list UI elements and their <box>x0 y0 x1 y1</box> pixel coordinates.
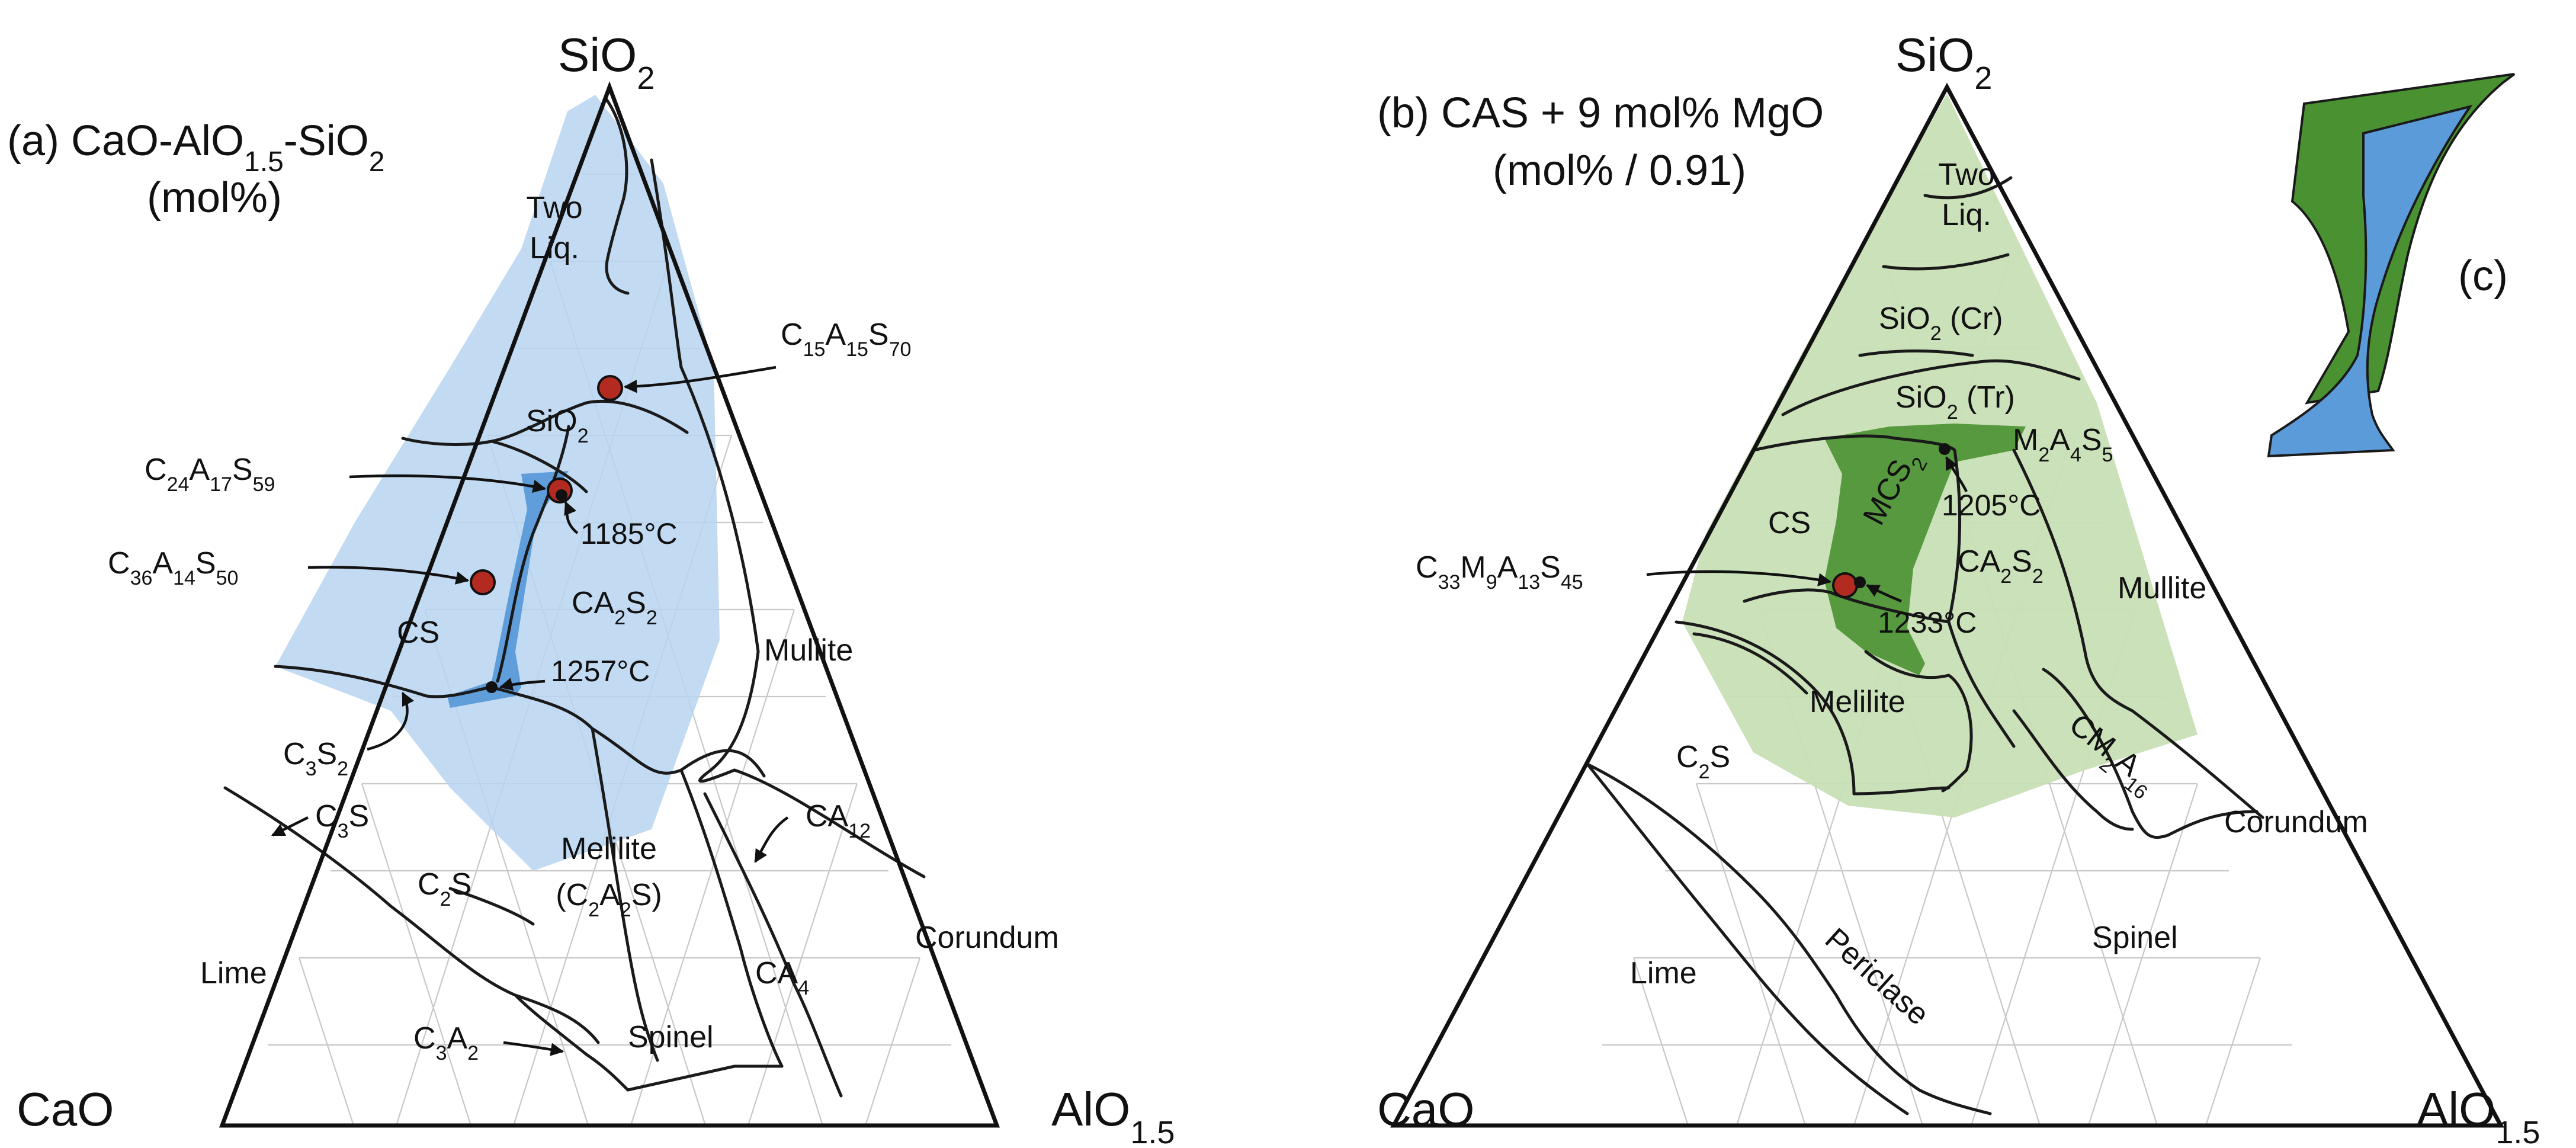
label-c24a17s59: C24A17S59 <box>145 453 275 496</box>
panel-a-temp-1257: 1257°C <box>551 655 650 688</box>
svg-text:Liq.: Liq. <box>1942 198 1991 232</box>
arrow-c15 <box>623 365 777 393</box>
svg-text:CS: CS <box>397 615 440 650</box>
panel-b-apex-cao: CaO <box>1377 1083 1475 1136</box>
label-c33m9a13s45: C33M9A13S45 <box>1416 550 1583 594</box>
panel-b-composition-markers <box>1832 443 1951 598</box>
marker-c36a14s50 <box>470 569 496 595</box>
panel-a-triangle-frame <box>219 81 1000 1128</box>
svg-text:Liq.: Liq. <box>530 231 579 265</box>
panel-a-region-labels: Two Liq. SiO2 CS CA2S2 Mullite C3S2 C3S … <box>200 191 1059 1064</box>
panel-a-composition-markers <box>470 375 623 693</box>
svg-text:Periclase: Periclase <box>1818 922 1936 1032</box>
panel-a-blue-band <box>447 471 569 708</box>
svg-text:C2S: C2S <box>1676 740 1730 783</box>
svg-text:CA4: CA4 <box>755 956 809 999</box>
arrow-c24 <box>349 474 547 493</box>
svg-text:Two: Two <box>1938 158 1994 192</box>
svg-text:Melilite: Melilite <box>561 832 657 866</box>
svg-text:CA2S2: CA2S2 <box>572 586 657 629</box>
panel-b-apex-alo15: AlO1.5 <box>2417 1083 2540 1148</box>
panel-b-apex-sio2: SiO2 <box>1895 28 1992 96</box>
arrow-ca12 <box>754 816 789 863</box>
panel-a-units: (mol%) <box>147 174 282 222</box>
panel-a-title: (a) CaO-AlO1.5-SiO2 <box>7 117 384 178</box>
panel-a-arrows <box>271 365 789 1056</box>
panel-b-arrows <box>1646 456 1968 603</box>
panel-a: (a) CaO-AlO1.5-SiO2 (mol%) SiO2 CaO AlO1… <box>7 28 1175 1148</box>
arrow-1185 <box>564 501 579 534</box>
panel-a-blue-liquidus-field <box>275 95 720 871</box>
svg-text:C3S2: C3S2 <box>283 737 348 780</box>
svg-text:C2S: C2S <box>418 867 471 910</box>
svg-text:Melilite: Melilite <box>1810 685 1905 719</box>
panel-a-temp-1185: 1185°C <box>580 517 678 550</box>
arrow-c33 <box>1646 570 1832 586</box>
svg-text:Corundum: Corundum <box>915 921 1059 955</box>
panel-a-apex-alo15: AlO1.5 <box>1051 1083 1175 1148</box>
panel-b-title: (b) CAS + 9 mol% MgO <box>1377 89 1824 137</box>
panel-b-triangle-frame <box>1390 82 2504 1128</box>
svg-text:M2A4S5: M2A4S5 <box>2013 423 2113 466</box>
eutectic-point-1185 <box>556 489 567 501</box>
svg-text:Mullite: Mullite <box>764 633 853 668</box>
eutectic-point-1233 <box>1854 576 1866 588</box>
marker-c33m9a13s45 <box>1832 572 1858 598</box>
svg-text:CS: CS <box>1768 506 1811 540</box>
panel-c: (c) <box>2267 73 2516 458</box>
panel-c-label: (c) <box>2458 252 2508 300</box>
panel-a-phase-boundaries <box>223 98 926 1098</box>
svg-text:Two: Two <box>526 191 582 225</box>
panel-b-temp-1233: 1233°C <box>1878 606 1977 639</box>
svg-text:CA12: CA12 <box>806 799 871 842</box>
eutectic-point-1205 <box>1939 443 1951 455</box>
svg-text:Lime: Lime <box>1630 956 1697 990</box>
panel-a-apex-cao: CaO <box>17 1083 114 1136</box>
arrow-1233 <box>1866 584 1902 603</box>
svg-text:SiO2: SiO2 <box>526 404 589 447</box>
svg-text:CA2S2: CA2S2 <box>1958 544 2044 588</box>
panel-b-temp-1205: 1205°C <box>1942 489 2041 522</box>
svg-text:(C2A2S): (C2A2S) <box>556 878 662 921</box>
arrow-c36 <box>307 566 470 585</box>
svg-text:SiO2 (Tr): SiO2 (Tr) <box>1895 380 2015 424</box>
svg-text:Lime: Lime <box>200 956 267 990</box>
panel-b-green-band <box>1824 424 2026 675</box>
svg-text:C3A2: C3A2 <box>413 1021 479 1064</box>
svg-text:Corundum: Corundum <box>2224 805 2368 839</box>
arrow-1257 <box>499 678 546 691</box>
svg-text:C3S: C3S <box>315 799 369 842</box>
arrow-c3a2 <box>503 1041 564 1056</box>
panel-a-composition-labels: C15A15S70 C24A17S59 C36A14S50 <box>108 318 911 589</box>
arrow-1205 <box>1945 456 1968 493</box>
svg-text:Spinel: Spinel <box>628 1020 714 1054</box>
panel-c-green-shape <box>2291 73 2516 405</box>
panel-b-units: (mol% / 0.91) <box>1493 147 1746 194</box>
panel-a-apex-sio2: SiO2 <box>558 28 655 96</box>
arrow-c3s <box>271 816 309 837</box>
arrow-c3s2 <box>367 691 415 751</box>
marker-c15a15s70 <box>597 375 623 401</box>
svg-text:SiO2 (Cr): SiO2 (Cr) <box>1879 302 2003 345</box>
svg-text:Mullite: Mullite <box>2118 571 2206 605</box>
label-c15a15s70: C15A15S70 <box>781 318 911 361</box>
label-c36a14s50: C36A14S50 <box>108 546 238 589</box>
eutectic-point-1257 <box>486 681 498 693</box>
panel-c-blue-shape <box>2267 104 2473 458</box>
panel-b-phase-boundaries <box>1586 176 2264 1115</box>
svg-text:Spinel: Spinel <box>2092 921 2178 955</box>
